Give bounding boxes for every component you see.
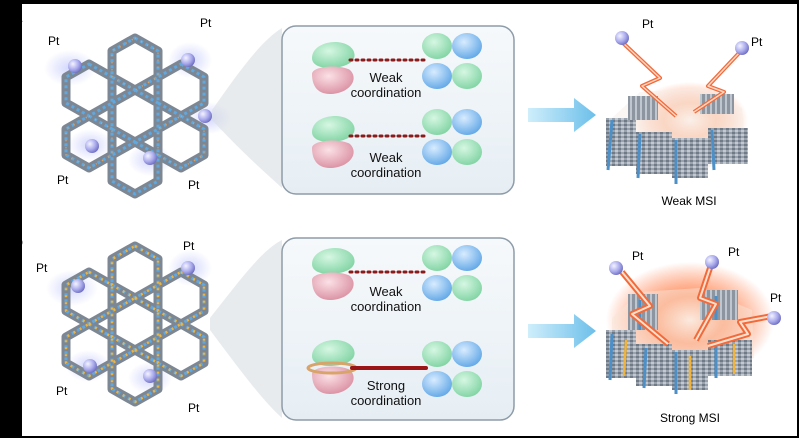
pt-label: Pt <box>188 178 200 192</box>
zoom-fan-a <box>212 28 282 188</box>
lightning-bolts <box>619 261 773 349</box>
d-orbital <box>422 109 482 165</box>
panel-b-label: b <box>15 234 23 249</box>
coordination-label-line1: Weak <box>370 70 403 85</box>
lightning-bolt <box>621 41 677 117</box>
panel-a: a <box>15 10 763 208</box>
s-orbital-top <box>312 115 355 142</box>
pt-atom <box>198 109 212 123</box>
pt-label: Pt <box>642 17 654 31</box>
pt-atom <box>181 53 195 67</box>
pt-label: Pt <box>770 291 782 305</box>
lightning-bolt <box>693 51 741 113</box>
pt-labels-b: Pt Pt Pt Pt <box>36 239 200 415</box>
lightning-bolt <box>621 271 669 345</box>
honeycomb-framework-b <box>61 241 209 407</box>
pt-atoms-b <box>71 261 195 383</box>
pt-atoms-a <box>68 53 212 165</box>
s-orbital-top <box>312 247 355 274</box>
pt-label: Pt <box>728 245 740 259</box>
pt-atom <box>705 255 719 269</box>
coordination-label-line1: Weak <box>370 284 403 299</box>
pt-label: Pt <box>56 384 68 398</box>
orbital-pair-weak: Weak coordination <box>312 245 482 314</box>
msi-structure-strong: Pt Pt Pt Strong MSI <box>606 245 782 425</box>
pt-label: Pt <box>183 239 195 253</box>
pt-atom <box>143 369 157 383</box>
pt-atom <box>609 261 623 275</box>
panel-a-label: a <box>15 10 23 25</box>
pt-label: Pt <box>36 261 48 275</box>
d-orbital <box>422 245 482 301</box>
process-arrow-a <box>528 98 596 132</box>
msi-label: Strong MSI <box>660 411 720 425</box>
d-orbital <box>422 341 482 397</box>
msi-structure-weak: Pt Pt Weak MSI <box>606 17 763 208</box>
pt-atom <box>85 139 99 153</box>
panel-b: b <box>15 234 782 425</box>
pt-atom <box>615 31 629 45</box>
d-orbital <box>422 33 482 89</box>
coordination-label-line1: Strong <box>367 378 405 393</box>
coordination-label-line2: coordination <box>351 393 422 408</box>
s-orbital-bottom <box>312 140 354 168</box>
orbital-pair-strong: Strong coordination <box>306 339 482 408</box>
pt-atom <box>83 359 97 373</box>
coordination-label-line2: coordination <box>351 165 422 180</box>
s-orbital-top <box>312 41 355 68</box>
s-orbital-top <box>312 339 355 366</box>
orbital-pair-weak: Weak coordination <box>312 33 482 100</box>
s-orbital-bottom <box>312 272 354 300</box>
orbital-pair-weak: Weak coordination <box>312 109 482 180</box>
process-arrow-b <box>528 314 596 348</box>
pt-label: Pt <box>751 35 763 49</box>
coordination-label-line1: Weak <box>370 150 403 165</box>
pt-atom <box>767 311 781 325</box>
zoom-fan-b <box>210 240 282 418</box>
pt-label: Pt <box>200 16 212 30</box>
pt-label: Pt <box>632 249 644 263</box>
pt-atom <box>71 279 85 293</box>
pt-label: Pt <box>48 34 60 48</box>
coordination-label-line2: coordination <box>351 85 422 100</box>
lightning-bolt <box>695 261 717 341</box>
pt-atom <box>143 151 157 165</box>
s-orbital-bottom <box>312 66 354 94</box>
msi-label: Weak MSI <box>661 194 716 208</box>
coordination-label-line2: coordination <box>351 299 422 314</box>
pt-atom <box>181 261 195 275</box>
pt-label: Pt <box>188 401 200 415</box>
pt-label: Pt <box>57 173 69 187</box>
lightning-bolt <box>707 315 773 347</box>
pt-atom <box>735 41 749 55</box>
pt-atom <box>68 59 82 73</box>
honeycomb-framework-a <box>61 33 209 199</box>
pt-labels-a: Pt Pt Pt Pt <box>48 16 212 192</box>
